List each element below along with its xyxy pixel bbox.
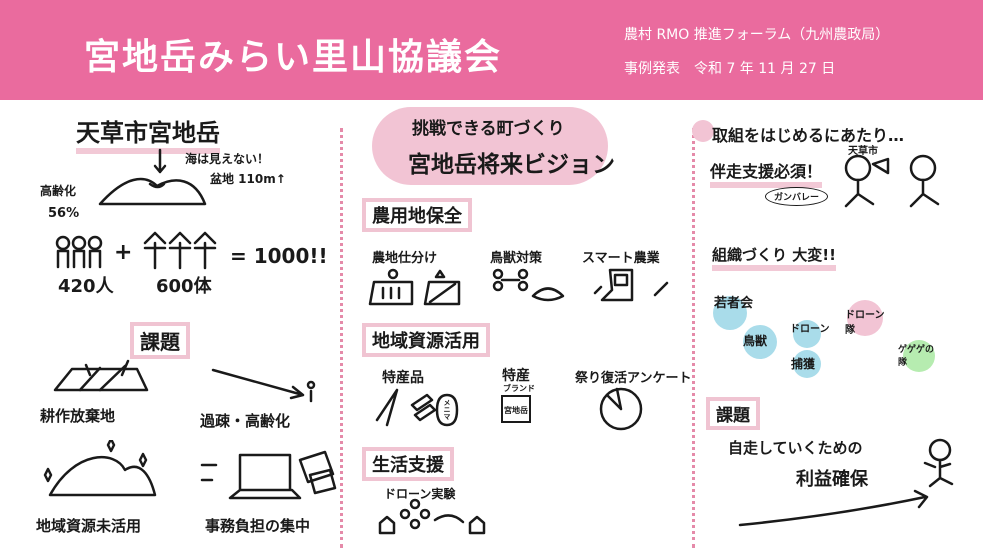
- vision-cloud: [372, 107, 608, 185]
- total: = 1000!!: [230, 244, 328, 268]
- forum-name: 農村 RMO 推進フォーラム（九州農政局）: [624, 27, 890, 43]
- group-bubble: [713, 296, 747, 330]
- group-label: 若者会: [714, 296, 754, 311]
- scarecrow-icon: [143, 231, 217, 270]
- specialty-products-icon: [375, 388, 459, 427]
- vision-subtitle: 挑戦できる町づくり: [412, 119, 565, 139]
- laptop-documents-icon: [200, 450, 337, 500]
- group-label: ゲゲゲの隊: [898, 345, 935, 368]
- group-bubble: [903, 340, 935, 372]
- aging-label: 高齢化: [40, 184, 77, 198]
- plus-sign: +: [114, 240, 133, 265]
- section-label: 地域資源活用: [362, 323, 490, 357]
- issue-item: 事務負担の集中: [205, 517, 311, 535]
- survey-pie-icon: [599, 387, 643, 431]
- section-label: 農用地保全: [362, 198, 472, 232]
- scarecrow-count: 600体: [156, 276, 212, 297]
- people-count: 420人: [58, 276, 114, 297]
- group-label: ドローン: [790, 324, 830, 335]
- resource-mountain-icon: [43, 440, 157, 497]
- issues-label: 課題: [130, 322, 190, 359]
- smart-tractor-icon: [593, 268, 669, 302]
- group-label: 捕獲: [791, 357, 816, 371]
- place-heading: 天草市宮地岳: [76, 113, 220, 154]
- city-label: 天草市: [848, 146, 878, 157]
- vision-title: 宮地岳将来ビジョン: [408, 152, 615, 178]
- section-label: 生活支援: [362, 447, 454, 481]
- basin-note: 盆地 110m↑: [210, 172, 286, 186]
- section-item: 特産: [502, 368, 530, 384]
- drone-delivery-icon: [378, 498, 486, 535]
- drone-boar-icon: [492, 268, 565, 302]
- issue-text: 自走していくための: [728, 439, 863, 457]
- brand-label: ブランド: [503, 384, 535, 393]
- cheer-bubble: ガンバレー: [765, 187, 829, 206]
- people-icon: [55, 235, 103, 269]
- brand-box: 宮地岳: [501, 395, 531, 423]
- group-bubble: [793, 350, 821, 378]
- page-title: 宮地岳みらい里山協議会: [84, 37, 503, 78]
- issues-label: 課題: [706, 397, 760, 430]
- section-item: スマート農業: [582, 251, 660, 266]
- org-text: 組織づくり 大変!!: [712, 244, 836, 271]
- presentation-date: 事例発表 令和 7 年 11 月 27 日: [624, 61, 836, 77]
- support-text: 伴走支援必須！: [710, 158, 823, 188]
- issue-text-emphasis: 利益確保: [796, 469, 868, 490]
- section-item: 特産品: [382, 370, 424, 386]
- issue-item: 耕作放棄地: [40, 407, 116, 425]
- section-item: 祭り復活アンケート: [575, 371, 692, 386]
- intro-text: 取組をはじめるにあたり…: [712, 126, 905, 145]
- farmland-icon: [368, 268, 461, 306]
- issue-item: 過疎・高齢化: [200, 412, 291, 430]
- memo-text: メニマ: [443, 399, 451, 420]
- group-bubble: [847, 300, 883, 336]
- section-item: ドローン実験: [384, 487, 456, 501]
- arrow-icon: [211, 368, 316, 403]
- section-item: 農地仕分け: [372, 251, 438, 266]
- issue-item: 地域資源未活用: [36, 517, 142, 535]
- cheering-people-icon: [844, 154, 940, 208]
- section-item: 鳥獣対策: [490, 251, 543, 266]
- group-label: 鳥獣: [743, 334, 768, 348]
- group-bubble: [743, 325, 777, 359]
- divider: [692, 128, 695, 548]
- basin-mountain-icon: [98, 148, 207, 206]
- header-banner: 宮地岳みらい里山協議会 農村 RMO 推進フォーラム（九州農政局） 事例発表 令…: [0, 0, 983, 100]
- group-bubble: [793, 320, 821, 348]
- running-person-arrow-icon: [738, 438, 954, 527]
- group-label: ドローン隊: [845, 310, 885, 336]
- abandoned-field-icon: [53, 359, 149, 392]
- sea-note: 海は見えない！: [185, 152, 270, 166]
- bullet-dot: [692, 120, 714, 142]
- divider: [340, 128, 343, 548]
- aging-value: 56%: [48, 206, 80, 221]
